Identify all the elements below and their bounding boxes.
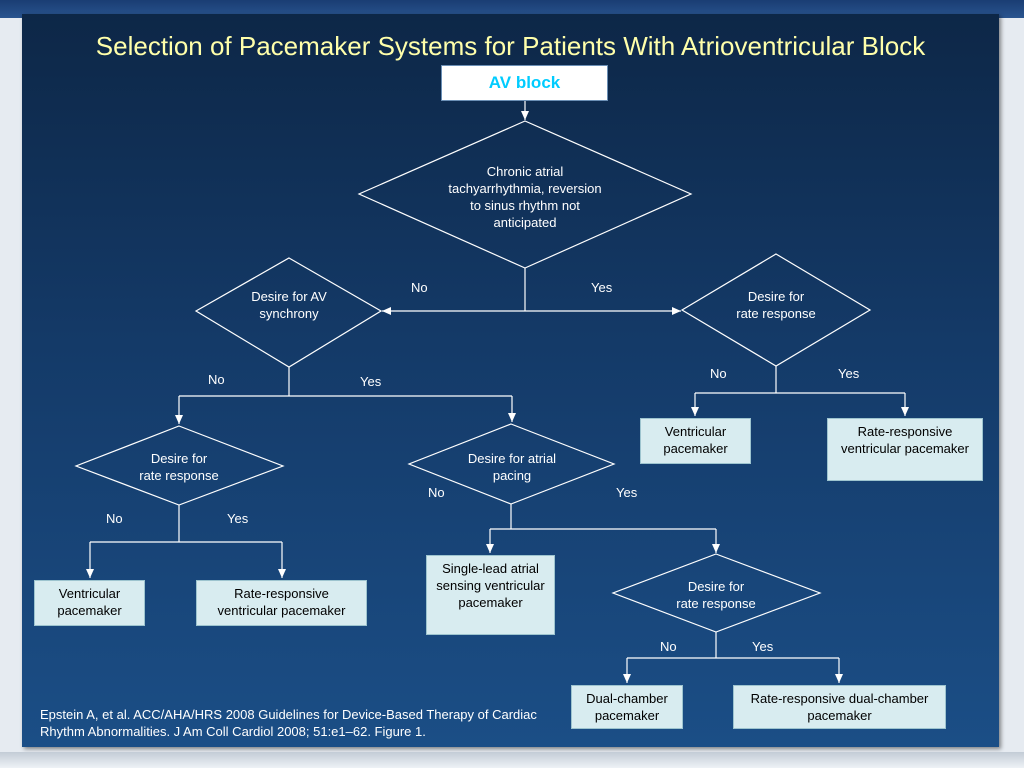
root-node-av-block: AV block <box>441 65 608 101</box>
outcome-rate-responsive-ventricular-right: Rate-responsive ventricular pacemaker <box>827 418 983 481</box>
outcome-rate-responsive-ventricular-left: Rate-responsive ventricular pacemaker <box>196 580 367 626</box>
branch-label-no: No <box>428 485 445 500</box>
frame-top-band <box>0 0 1024 18</box>
branch-label-yes: Yes <box>227 511 249 526</box>
branch-label-no: No <box>710 366 727 381</box>
outcome-dual-chamber-pacemaker: Dual-chamber pacemaker <box>571 685 683 729</box>
branch-label-yes: Yes <box>360 374 382 389</box>
outcome-single-lead-atrial-sensing: Single-lead atrial sensing ventricular p… <box>426 555 555 635</box>
decision-atrial-pacing-text: Desire for atrial pacing <box>467 451 557 483</box>
frame-bottom-band <box>0 752 1024 768</box>
branch-label-yes: Yes <box>838 366 860 381</box>
decision-rate-response-right-text: Desire for rate response <box>736 289 816 321</box>
outcome-ventricular-pacemaker-left: Ventricular pacemaker <box>34 580 145 626</box>
decision-rate-response-bottom-text: Desire for rate response <box>676 579 756 611</box>
branch-label-no: No <box>106 511 123 526</box>
outcome-rate-responsive-dual-chamber: Rate-responsive dual-chamber pacemaker <box>733 685 946 729</box>
citation-text: Epstein A, et al. ACC/AHA/HRS 2008 Guide… <box>40 707 537 739</box>
outcome-ventricular-pacemaker-right: Ventricular pacemaker <box>640 418 751 464</box>
decision-av-synchrony-text: Desire for AV synchrony <box>251 289 327 321</box>
branch-label-no: No <box>660 639 677 654</box>
slide-title: Selection of Pacemaker Systems for Patie… <box>95 31 926 61</box>
branch-label-yes: Yes <box>616 485 638 500</box>
decision-rate-response-left-text: Desire for rate response <box>139 451 219 483</box>
decision-chronic-af-text: Chronic atrial tachyarrhythmia, reversio… <box>448 164 602 230</box>
branch-label-no: No <box>411 280 428 295</box>
branch-label-yes: Yes <box>752 639 774 654</box>
branch-label-yes: Yes <box>591 280 613 295</box>
branch-label-no: No <box>208 372 225 387</box>
